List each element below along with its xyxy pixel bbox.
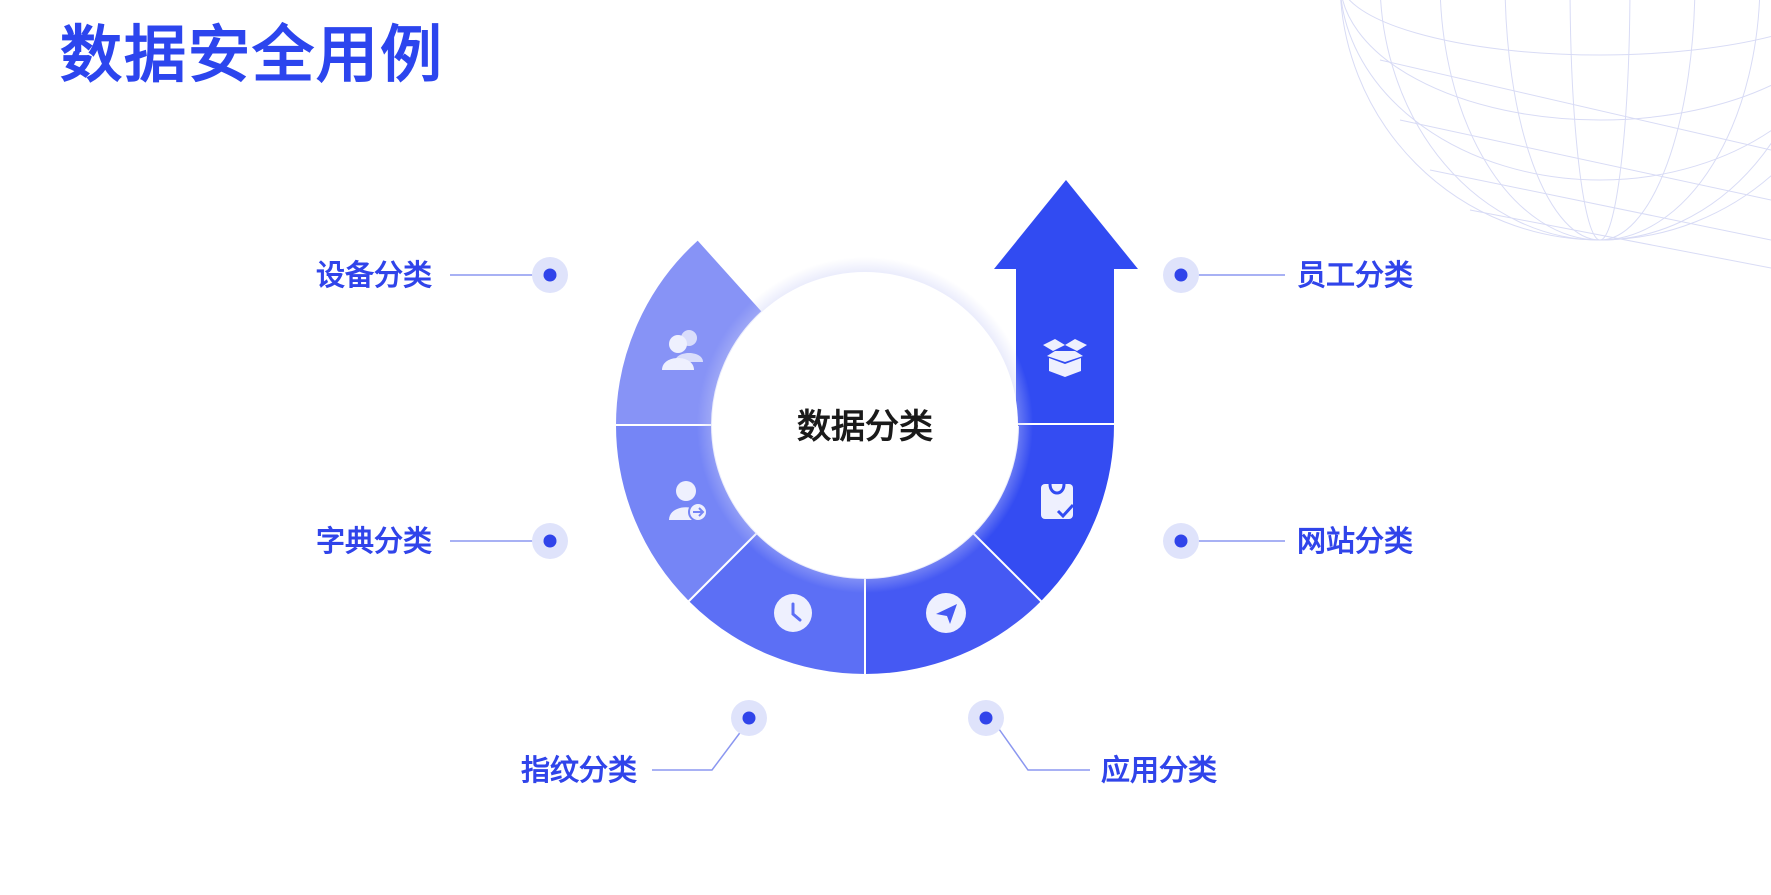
user-transfer-icon: [669, 481, 708, 522]
label-application: 应用分类: [1101, 753, 1218, 787]
connector-application: [993, 721, 1090, 771]
clock-icon: [774, 594, 812, 632]
center-disc: [712, 272, 1018, 578]
up-arrow: [994, 180, 1138, 426]
dot-dictionary: [532, 523, 568, 559]
globe-decoration: [1340, 0, 1771, 269]
connectors: [450, 274, 1285, 771]
label-fingerprint: 指纹分类: [521, 753, 638, 787]
connector-fingerprint: [652, 721, 749, 771]
label-device: 设备分类: [316, 258, 433, 292]
open-box-icon: [1043, 339, 1087, 377]
center-label: 数据分类: [797, 407, 933, 447]
dot-application: [968, 700, 1004, 736]
label-website: 网站分类: [1297, 524, 1414, 558]
page-title: 数据安全用例: [60, 18, 445, 91]
dot-device: [532, 257, 568, 293]
label-employee: 员工分类: [1297, 258, 1414, 292]
dot-employee: [1163, 257, 1199, 293]
shopping-bag-icon: [1041, 483, 1075, 519]
dot-website: [1163, 523, 1199, 559]
paper-plane-icon: [926, 593, 966, 633]
dot-fingerprint: [731, 700, 767, 736]
marker-dots: [532, 257, 1199, 736]
label-dictionary: 字典分类: [316, 524, 433, 558]
users-icon: [662, 330, 703, 370]
